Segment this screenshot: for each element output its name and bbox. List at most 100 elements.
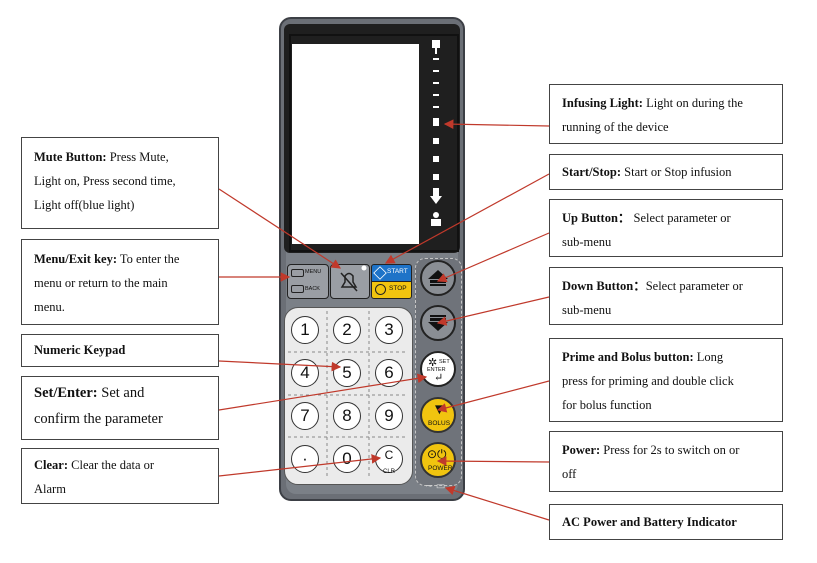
callout-mute: Mute Button: Press Mute, Light on, Press… (21, 137, 219, 229)
led (433, 174, 439, 180)
power-button[interactable]: ⊙⏻ POWER (420, 442, 456, 478)
led (433, 156, 439, 162)
callout-menu-line1: To enter the (116, 252, 180, 266)
pointer-mute (218, 188, 342, 269)
callout-set-line1: Set and (97, 385, 145, 401)
callout-up-line1: Select parameter or (630, 211, 731, 225)
pointer-up (436, 232, 550, 283)
set-label: SET (439, 359, 450, 365)
callout-up: Up Button： Select parameter or sub-menu (549, 199, 783, 257)
callout-ac-title: AC Power and Battery Indicator (562, 515, 737, 529)
led (433, 82, 439, 84)
back-label: BACK (305, 286, 320, 292)
callout-keypad-title: Numeric Keypad (34, 343, 126, 357)
callout-set-title: Set/Enter: (34, 385, 98, 401)
enter-label: ENTER (427, 367, 446, 373)
menu-label: MENU (305, 269, 322, 275)
callout-up-line2: sub-menu (562, 235, 612, 249)
callout-prime-title: Prime and Bolus button: (562, 350, 694, 364)
callout-mute-line3: Light off(blue light) (34, 198, 135, 212)
pointer-prime (436, 380, 550, 413)
callout-infusing: Infusing Light: Light on during the runn… (549, 84, 783, 144)
callout-down: Down Button：Select parameter or sub-menu (549, 267, 783, 325)
callout-infusing-line1: Light on during the (642, 96, 743, 110)
bolus-label: BOLUS (428, 420, 451, 427)
prime-bolus-button[interactable]: ▼ BOLUS (420, 397, 456, 433)
callout-prime-line2: press for priming and double click (562, 374, 734, 388)
syringe-icon (432, 40, 440, 48)
pointer-keypad (218, 360, 342, 372)
menu-icon (291, 269, 304, 277)
callout-startstop-line1: Start or Stop infusion (621, 165, 732, 179)
led (433, 106, 439, 108)
lcd-frame (289, 34, 459, 252)
key-1[interactable]: 1 (291, 316, 319, 344)
callout-up-title: Up Button： (562, 211, 631, 225)
key-9[interactable]: 9 (375, 402, 403, 430)
callout-power-line2: off (562, 467, 577, 481)
callout-infusing-title: Infusing Light: (562, 96, 643, 110)
key-4[interactable]: 4 (291, 359, 319, 387)
ac-power-indicator: ∼ ▭ (425, 481, 446, 492)
callout-power-line1: Press for 2s to switch on or (600, 443, 740, 457)
callout-prime: Prime and Bolus button: Long press for p… (549, 338, 783, 422)
callout-ac: AC Power and Battery Indicator (549, 504, 783, 540)
indicator-lights (430, 40, 442, 226)
pointer-set (218, 373, 428, 411)
led (433, 70, 439, 72)
lcd-screen (292, 44, 419, 244)
key-8[interactable]: 8 (333, 402, 361, 430)
callout-prime-line1: Long (693, 350, 724, 364)
callout-set: Set/Enter: Set and confirm the parameter (21, 376, 219, 440)
callout-startstop-title: Start/Stop: (562, 165, 622, 179)
callout-down-line1: Select parameter or (645, 279, 743, 293)
pointer-startstop (384, 173, 550, 264)
patient-icon (433, 212, 439, 218)
pointer-infusing (443, 119, 550, 129)
led (433, 58, 439, 60)
callout-infusing-line2: running of the device (562, 120, 669, 134)
key-7[interactable]: 7 (291, 402, 319, 430)
down-arrow-icon (430, 188, 442, 204)
callout-menu: Menu/Exit key: To enter the menu or retu… (21, 239, 219, 325)
stop-icon (375, 284, 386, 295)
callout-clear-line1: Clear the data or (68, 458, 155, 472)
stop-label: STOP (389, 285, 407, 292)
callout-mute-line1: Press Mute, (106, 150, 169, 164)
start-label: START (387, 268, 408, 275)
callout-menu-line2: menu or return to the main (34, 276, 168, 290)
pointer-power (436, 456, 550, 466)
key-2[interactable]: 2 (333, 316, 361, 344)
callout-power-title: Power: (562, 443, 601, 457)
clr-label: CLR (382, 469, 395, 475)
callout-clear-title: Clear: (34, 458, 69, 472)
stop-button[interactable]: STOP (371, 281, 412, 299)
callout-mute-title: Mute Button: (34, 150, 107, 164)
clear-key-label: C (384, 448, 394, 462)
mute-button[interactable] (330, 264, 370, 299)
key-dot[interactable]: · (291, 445, 319, 473)
pointer-clear (218, 454, 382, 477)
callout-prime-line3: for bolus function (562, 398, 652, 412)
key-0[interactable]: 0 (333, 445, 361, 473)
led (433, 94, 439, 96)
callout-down-line2: sub-menu (562, 303, 612, 317)
led (433, 138, 439, 144)
callout-mute-line2: Light on, Press second time, (34, 174, 176, 188)
enter-arrow-icon: ↵ (434, 372, 444, 384)
power-label: POWER (428, 465, 453, 472)
callout-down-title: Down Button： (562, 279, 646, 293)
callout-startstop: Start/Stop: Start or Stop infusion (549, 154, 783, 190)
callout-power: Power: Press for 2s to switch on or off (549, 431, 783, 492)
callout-keypad: Numeric Keypad (21, 334, 219, 367)
pointer-ac (444, 485, 550, 521)
bell-mute-icon (340, 265, 367, 292)
back-icon (291, 285, 304, 293)
pointer-down (436, 296, 550, 326)
callout-clear-line2: Alarm (34, 482, 66, 496)
callout-clear: Clear: Clear the data or Alarm (21, 448, 219, 504)
gear-icon: ✲ (428, 357, 438, 369)
key-3[interactable]: 3 (375, 316, 403, 344)
